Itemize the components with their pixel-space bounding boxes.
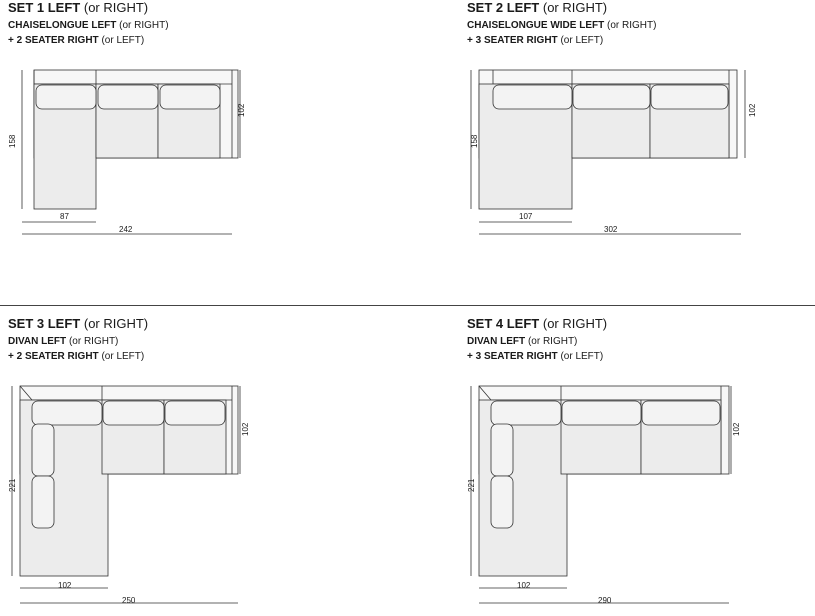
back-cushion (97, 84, 159, 110)
set-3: SET 3 LEFT (or RIGHT) DIVAN LEFT (or RIG… (8, 316, 408, 616)
dim-depth: 102 (732, 422, 741, 436)
back-cushion (492, 84, 573, 110)
dim-divan-depth: 221 (8, 478, 17, 492)
back-cushion (164, 400, 226, 426)
sofa-plan-diagram: 87 242 158 102 (8, 69, 246, 235)
composition-line-1-bold: DIVAN LEFT (8, 336, 67, 347)
set-1: SET 1 LEFT (or RIGHT) CHAISELONGUE LEFT … (8, 0, 408, 300)
composition-line-1-bold: DIVAN LEFT (467, 336, 526, 347)
back-cushion (561, 400, 642, 426)
composition-line-2: + 2 SEATER RIGHT (or LEFT) (8, 349, 144, 364)
composition-line-2-bold: + 3 SEATER RIGHT (467, 351, 558, 362)
dim-total-width: 242 (119, 225, 133, 234)
dim-depth: 102 (237, 103, 246, 117)
set-title-rest: (or RIGHT) (542, 316, 608, 331)
set-title-bold: SET 3 LEFT (8, 316, 81, 331)
composition-line-1-bold: CHAISELONGUE LEFT (8, 20, 117, 31)
dim-chaise-depth: 158 (470, 134, 479, 148)
composition-line-1: CHAISELONGUE WIDE LEFT (or RIGHT) (467, 18, 656, 33)
dim-divan-width: 102 (517, 581, 531, 590)
composition-line-1: CHAISELONGUE LEFT (or RIGHT) (8, 18, 169, 33)
composition-line-2-rest: (or LEFT) (560, 35, 604, 46)
set-title-rest: (or RIGHT) (83, 316, 149, 331)
set-title: SET 1 LEFT (or RIGHT) (8, 0, 148, 16)
back-cushion (572, 84, 651, 110)
composition-line-2-rest: (or LEFT) (101, 35, 145, 46)
composition-line-1: DIVAN LEFT (or RIGHT) (8, 334, 118, 349)
back-cushion (102, 400, 165, 426)
sofa-plan-diagram: 102 250 221 102 (8, 385, 250, 605)
back-cushion (650, 84, 729, 110)
composition-line-2-bold: + 2 SEATER RIGHT (8, 35, 99, 46)
set-2: SET 2 LEFT (or RIGHT) CHAISELONGUE WIDE … (467, 0, 815, 300)
composition-line-2-bold: + 2 SEATER RIGHT (8, 351, 99, 362)
composition-line-2: + 3 SEATER RIGHT (or LEFT) (467, 349, 603, 364)
composition-line-1: DIVAN LEFT (or RIGHT) (467, 334, 577, 349)
composition-line-1-bold: CHAISELONGUE WIDE LEFT (467, 20, 605, 31)
dim-chaise-width: 107 (519, 212, 533, 221)
set-title-bold: SET 2 LEFT (467, 0, 540, 15)
section-divider (0, 305, 815, 306)
side-cushion (31, 423, 55, 477)
composition-line-2: + 3 SEATER RIGHT (or LEFT) (467, 33, 603, 48)
composition-line-1-rest: (or RIGHT) (607, 20, 657, 31)
sofa-arm-line (478, 385, 492, 401)
side-cushion (31, 475, 55, 529)
composition-line-2: + 2 SEATER RIGHT (or LEFT) (8, 33, 144, 48)
composition-line-2-rest: (or LEFT) (560, 351, 604, 362)
back-cushion (31, 400, 103, 426)
composition-line-2-bold: + 3 SEATER RIGHT (467, 35, 558, 46)
set-title: SET 4 LEFT (or RIGHT) (467, 316, 607, 332)
back-cushion (35, 84, 97, 110)
set-title-rest: (or RIGHT) (83, 0, 149, 15)
side-cushion (490, 475, 514, 529)
set-title-bold: SET 1 LEFT (8, 0, 81, 15)
dim-total-width: 250 (122, 596, 136, 605)
set-4: SET 4 LEFT (or RIGHT) DIVAN LEFT (or RIG… (467, 316, 815, 616)
composition-line-1-rest: (or RIGHT) (119, 20, 169, 31)
set-title: SET 3 LEFT (or RIGHT) (8, 316, 148, 332)
back-cushion (490, 400, 562, 426)
set-title-rest: (or RIGHT) (542, 0, 608, 15)
dim-chaise-width: 87 (60, 212, 69, 221)
sofa-arm-line (19, 385, 33, 401)
composition-line-1-rest: (or RIGHT) (527, 336, 578, 347)
back-cushion (641, 400, 721, 426)
dim-total-width: 290 (598, 596, 612, 605)
sofa-plan-diagram: 107 302 158 102 (470, 69, 757, 235)
sofa-plan-diagram: 102 290 221 102 (467, 385, 741, 605)
dim-depth: 102 (748, 103, 757, 117)
dim-chaise-depth: 158 (8, 134, 17, 148)
back-cushion (159, 84, 221, 110)
set-title: SET 2 LEFT (or RIGHT) (467, 0, 607, 16)
dim-divan-width: 102 (58, 581, 72, 590)
dim-divan-depth: 221 (467, 478, 476, 492)
dim-depth: 102 (241, 422, 250, 436)
composition-line-2-rest: (or LEFT) (101, 351, 145, 362)
side-cushion (490, 423, 514, 477)
composition-line-1-rest: (or RIGHT) (68, 336, 119, 347)
dim-total-width: 302 (604, 225, 618, 234)
set-title-bold: SET 4 LEFT (467, 316, 540, 331)
